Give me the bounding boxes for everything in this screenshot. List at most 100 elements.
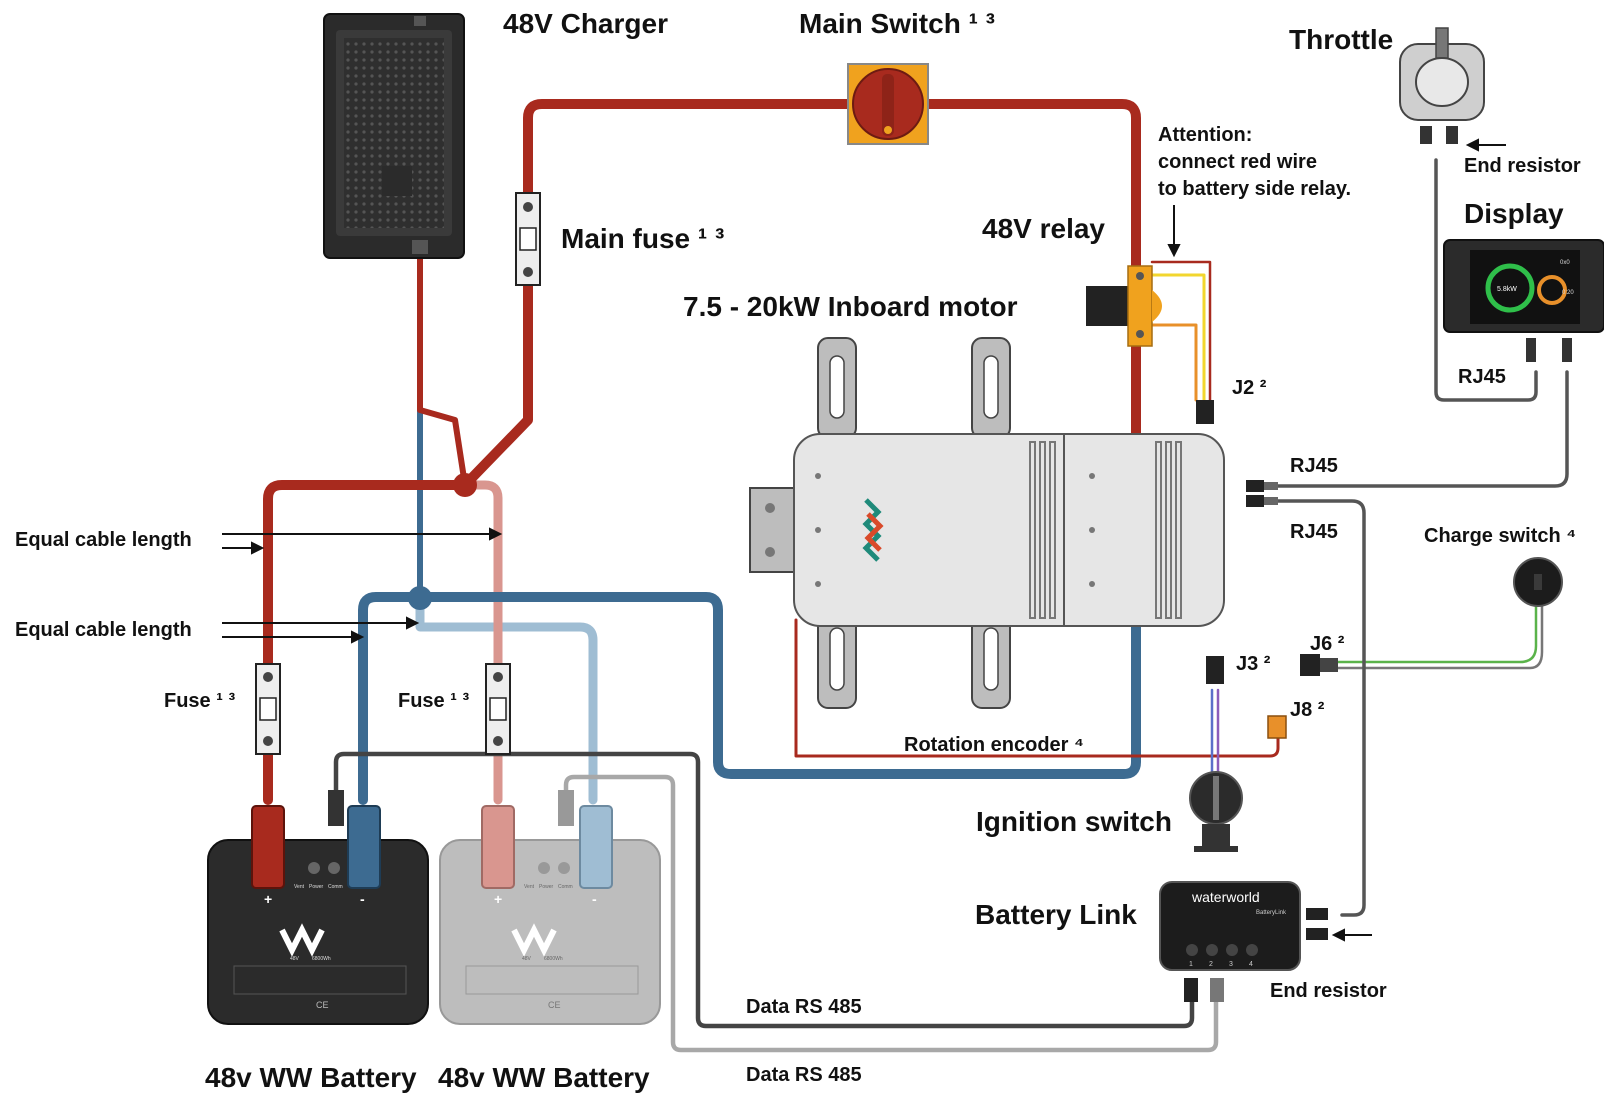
battery-link-port-4: 4 <box>1249 961 1253 968</box>
battery-1-vent-label: Vent <box>294 884 305 890</box>
label-throttle: Throttle <box>1289 24 1393 55</box>
battery-2-comm-label: Comm <box>558 884 573 890</box>
negative-junction <box>408 586 432 610</box>
rj45-motor-display-cable <box>1276 370 1569 488</box>
label-end-resistor-top: End resistor <box>1464 155 1581 177</box>
positive-cable-battery-1 <box>263 480 470 805</box>
label-battery-link: Battery Link <box>975 899 1137 930</box>
rj45-motor-batterylink-cable <box>1276 499 1366 917</box>
display-readout-2: 5.8kW <box>1497 286 1517 293</box>
motor-logo-icon <box>862 498 882 562</box>
label-rj45-1: RJ45 <box>1290 455 1338 477</box>
label-fuse-right: Fuse ¹ ³ <box>398 690 469 712</box>
battery-1-logo-icon <box>279 923 325 957</box>
rj45-throttle-display-cable <box>1434 158 1538 402</box>
battery-2 <box>439 790 661 1025</box>
battery-1-capacity-badge: 6800Wh <box>312 956 331 962</box>
label-ignition-switch: Ignition switch <box>976 806 1172 837</box>
main-fuse <box>515 192 541 286</box>
label-battery-2: 48v WW Battery <box>438 1062 650 1093</box>
battery-link-model: BatteryLink <box>1256 910 1287 916</box>
labels: 48V Charger Main Switch ¹ ³ Throttle End… <box>15 8 1581 1093</box>
label-rotation-encoder: Rotation encoder ⁴ <box>904 734 1084 756</box>
battery-2-power-label: Power <box>539 884 554 890</box>
connector-j3 <box>1206 656 1224 684</box>
battery-1 <box>207 790 429 1025</box>
battery-2-ce-mark: CE <box>548 1000 561 1010</box>
label-j8: J8 ² <box>1290 699 1325 721</box>
battery-2-vent-label: Vent <box>524 884 535 890</box>
label-j2: J2 ² <box>1232 377 1267 399</box>
main-negative-cable <box>358 592 1141 805</box>
fuse-left <box>255 663 281 755</box>
positive-cable-battery-2 <box>455 480 503 805</box>
main-switch[interactable] <box>847 63 929 145</box>
label-charger: 48V Charger <box>503 8 668 39</box>
cables <box>263 99 1141 805</box>
label-data-rs485-2: Data RS 485 <box>746 1064 862 1086</box>
rotation-encoder-wire <box>794 618 1280 758</box>
fuse-right <box>485 663 511 755</box>
battery-2-plus-label: + <box>494 891 502 907</box>
battery-1-minus-label: - <box>360 891 365 907</box>
label-equal-cable-1: Equal cable length <box>15 529 192 551</box>
connector-j8 <box>1267 715 1287 739</box>
label-rj45-display: RJ45 <box>1458 366 1506 388</box>
main-positive-cable <box>460 99 1141 490</box>
relay-48v <box>1086 265 1162 347</box>
battery-2-capacity-badge: 6800Wh <box>544 956 563 962</box>
relay-signal-orange-wire <box>1150 323 1198 402</box>
annotation-arrows <box>222 138 1506 942</box>
charger-positive-lead <box>417 245 468 488</box>
connector-j6 <box>1300 654 1338 676</box>
label-battery-1: 48v WW Battery <box>205 1062 417 1093</box>
battery-1-power-label: Power <box>309 884 324 890</box>
label-attention-line-1: Attention: <box>1158 124 1252 146</box>
relay-signal-red-wire <box>1150 260 1212 410</box>
battery-1-comm-label: Comm <box>328 884 343 890</box>
display[interactable] <box>1443 239 1604 362</box>
inboard-motor <box>749 337 1225 709</box>
label-rj45-2: RJ45 <box>1290 521 1338 543</box>
label-equal-cable-2: Equal cable length <box>15 619 192 641</box>
label-display: Display <box>1464 198 1564 229</box>
signal-wires <box>333 158 1569 1053</box>
label-fuse-left: Fuse ¹ ³ <box>164 690 235 712</box>
device-small-text: + - Vent Power Comm 48V 6800Wh CE + - Ve… <box>264 260 1574 1010</box>
display-readout-3: 0:20 <box>1562 290 1574 296</box>
throttle[interactable] <box>1399 27 1485 144</box>
charge-switch[interactable] <box>1513 557 1563 607</box>
charge-switch-wire-grey <box>1336 598 1544 670</box>
positive-junction <box>453 473 477 497</box>
battery-link-port-3: 3 <box>1229 961 1233 968</box>
label-main-fuse: Main fuse ¹ ³ <box>561 223 724 254</box>
battery-link-port-1: 1 <box>1189 961 1193 968</box>
connector-j2 <box>1196 400 1214 424</box>
label-attention-line-2: connect red wire <box>1158 151 1317 173</box>
data-rs485-cable-light <box>563 774 1219 1053</box>
charger <box>323 13 465 259</box>
label-end-resistor-bottom: End resistor <box>1270 980 1387 1002</box>
battery-2-voltage-badge: 48V <box>522 956 532 962</box>
label-relay: 48V relay <box>982 213 1105 244</box>
battery-1-voltage-badge: 48V <box>290 956 300 962</box>
label-charge-switch: Charge switch ⁴ <box>1424 525 1576 547</box>
label-data-rs485-1: Data RS 485 <box>746 996 862 1018</box>
label-main-switch: Main Switch ¹ ³ <box>799 8 995 39</box>
battery-2-minus-label: - <box>592 891 597 907</box>
battery-2-logo-icon <box>511 923 557 957</box>
label-motor: 7.5 - 20kW Inboard motor <box>683 291 1018 322</box>
motor-rj45-connectors <box>1246 480 1278 507</box>
data-rs485-cable-dark <box>333 751 1195 1029</box>
battery-1-plus-label: + <box>264 891 272 907</box>
charge-switch-wire-green <box>1336 598 1538 664</box>
ignition-switch[interactable] <box>1189 771 1243 852</box>
relay-signal-yellow-wire <box>1150 273 1206 402</box>
label-j3: J3 ² <box>1236 653 1271 675</box>
display-readout-1: 0x0 <box>1560 260 1570 266</box>
battery-link-port-2: 2 <box>1209 961 1213 968</box>
negative-cable-battery-2 <box>415 595 598 805</box>
battery-1-ce-mark: CE <box>316 1000 329 1010</box>
label-attention-line-3: to battery side relay. <box>1158 178 1351 200</box>
